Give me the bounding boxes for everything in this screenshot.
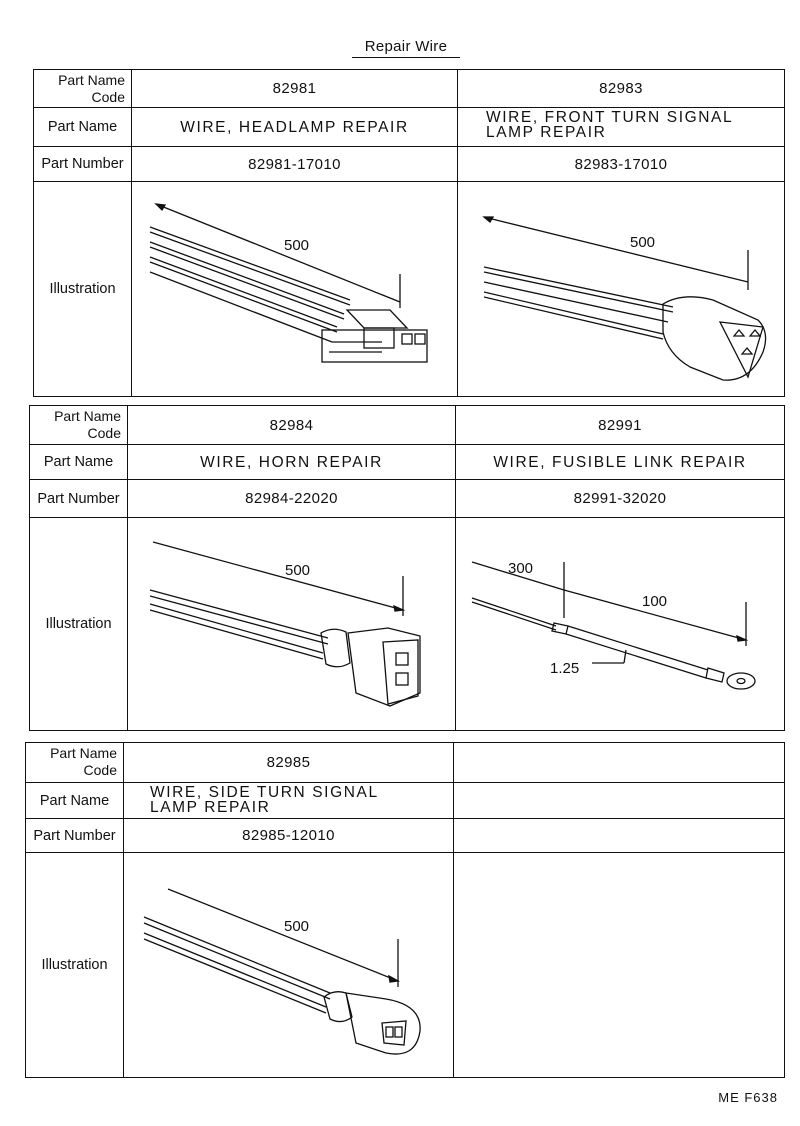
part-code: 82983 [458, 70, 784, 108]
part-name-label: Part Name [30, 445, 128, 480]
part-number: 82981-17010 [132, 147, 458, 182]
dimension-label: 500 [285, 562, 310, 579]
illustration-label: Illustration [26, 853, 124, 1077]
part-number: 82991-32020 [456, 480, 784, 518]
part-code: 82984 [128, 406, 456, 445]
part-code: 82981 [132, 70, 458, 108]
empty-cell [454, 783, 784, 819]
headlamp-wire-illustration: 500 [132, 182, 458, 396]
part-name: WIRE, FUSIBLE LINK REPAIR [456, 445, 784, 480]
dimension-label: 1.25 [550, 660, 579, 677]
part-number: 82983-17010 [458, 147, 784, 182]
dimension-label: 300 [508, 560, 533, 577]
part-name: WIRE, HORN REPAIR [128, 445, 456, 480]
empty-cell [454, 853, 784, 1077]
fusible-link-wire-illustration: 300 100 1.25 [456, 518, 784, 730]
front-turn-signal-wire-illustration: 500 [458, 182, 784, 396]
dimension-label: 500 [284, 918, 309, 935]
dimension-label: 100 [642, 593, 667, 610]
side-turn-signal-wire-illustration: 500 [124, 853, 454, 1077]
empty-cell [454, 743, 784, 783]
part-code: 82985 [124, 743, 454, 783]
page-title: Repair Wire [352, 38, 460, 58]
front-turn-signal-connector-drawing: 500 [482, 216, 767, 381]
illustration-label: Illustration [34, 182, 132, 396]
headlamp-connector-drawing: 500 [149, 203, 428, 363]
horn-connector-drawing: 500 [149, 541, 421, 707]
page-code: ME F638 [718, 1090, 778, 1105]
part-number-label: Part Number [34, 147, 132, 182]
part-number-label: Part Number [26, 819, 124, 853]
part-number-label: Part Number [30, 480, 128, 518]
part-number: 82984-22020 [128, 480, 456, 518]
illustration-label: Illustration [30, 518, 128, 730]
part-number: 82985-12010 [124, 819, 454, 853]
dimension-label: 500 [630, 234, 655, 251]
part-name: WIRE, HEADLAMP REPAIR [132, 108, 458, 147]
part-name-label: Part Name [26, 783, 124, 819]
empty-cell [454, 819, 784, 853]
fusible-link-drawing: 300 100 1.25 [471, 560, 756, 690]
part-code: 82991 [456, 406, 784, 445]
horn-wire-illustration: 500 [128, 518, 456, 730]
dimension-label: 500 [284, 237, 309, 254]
side-turn-signal-connector-drawing: 500 [143, 888, 421, 1055]
part-name-label: Part Name [34, 108, 132, 147]
